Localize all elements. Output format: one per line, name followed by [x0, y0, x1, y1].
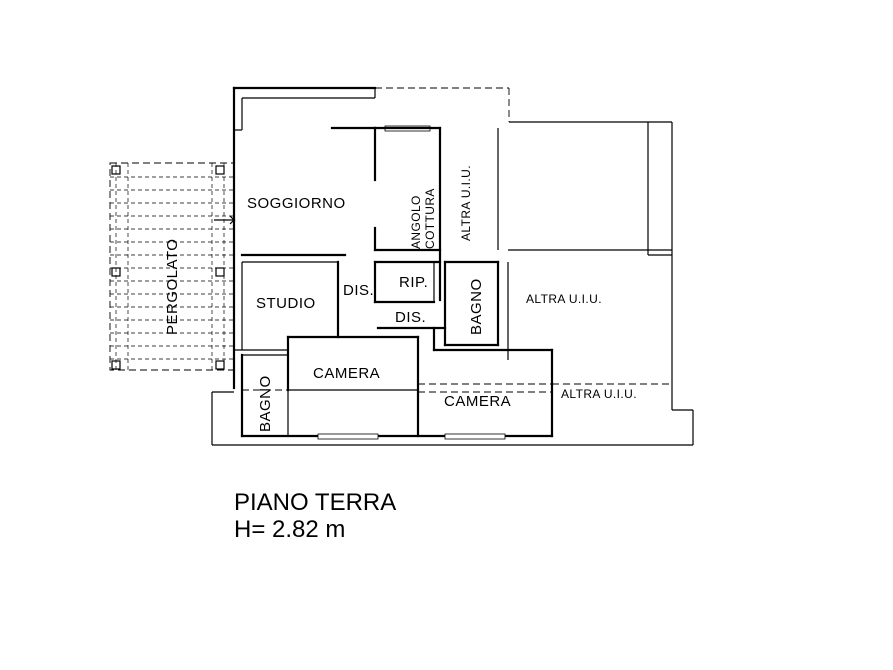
label-dis-center: DIS.	[395, 309, 426, 326]
exterior-walls	[211, 86, 694, 446]
label-studio: STUDIO	[256, 295, 316, 312]
label-camera-left: CAMERA	[313, 365, 380, 382]
label-rip: RIP.	[399, 274, 428, 291]
room-labels: SOGGIORNO ANGOLO COTTURA ALTRA U.I.U. AL…	[164, 165, 637, 432]
floor-height: H= 2.82 m	[234, 516, 345, 543]
label-angolo: ANGOLO	[409, 195, 423, 249]
label-dis-left: DIS.	[343, 282, 374, 299]
label-altra-uiu-top: ALTRA U.I.U.	[459, 165, 473, 241]
plan-title: PIANO TERRA H= 2.82 m	[234, 489, 396, 543]
label-altra-uiu-right: ALTRA U.I.U.	[561, 387, 637, 401]
label-bagno-lower: BAGNO	[257, 375, 274, 432]
label-soggiorno: SOGGIORNO	[247, 195, 346, 212]
floor-name: PIANO TERRA	[234, 489, 396, 516]
label-altra-uiu-mid: ALTRA U.I.U.	[526, 292, 602, 306]
interior-walls	[234, 126, 672, 438]
label-bagno-upper: BAGNO	[468, 278, 485, 335]
label-cottura: COTTURA	[423, 188, 437, 249]
label-camera-right: CAMERA	[444, 393, 511, 410]
label-pergolato: PERGOLATO	[164, 239, 181, 335]
